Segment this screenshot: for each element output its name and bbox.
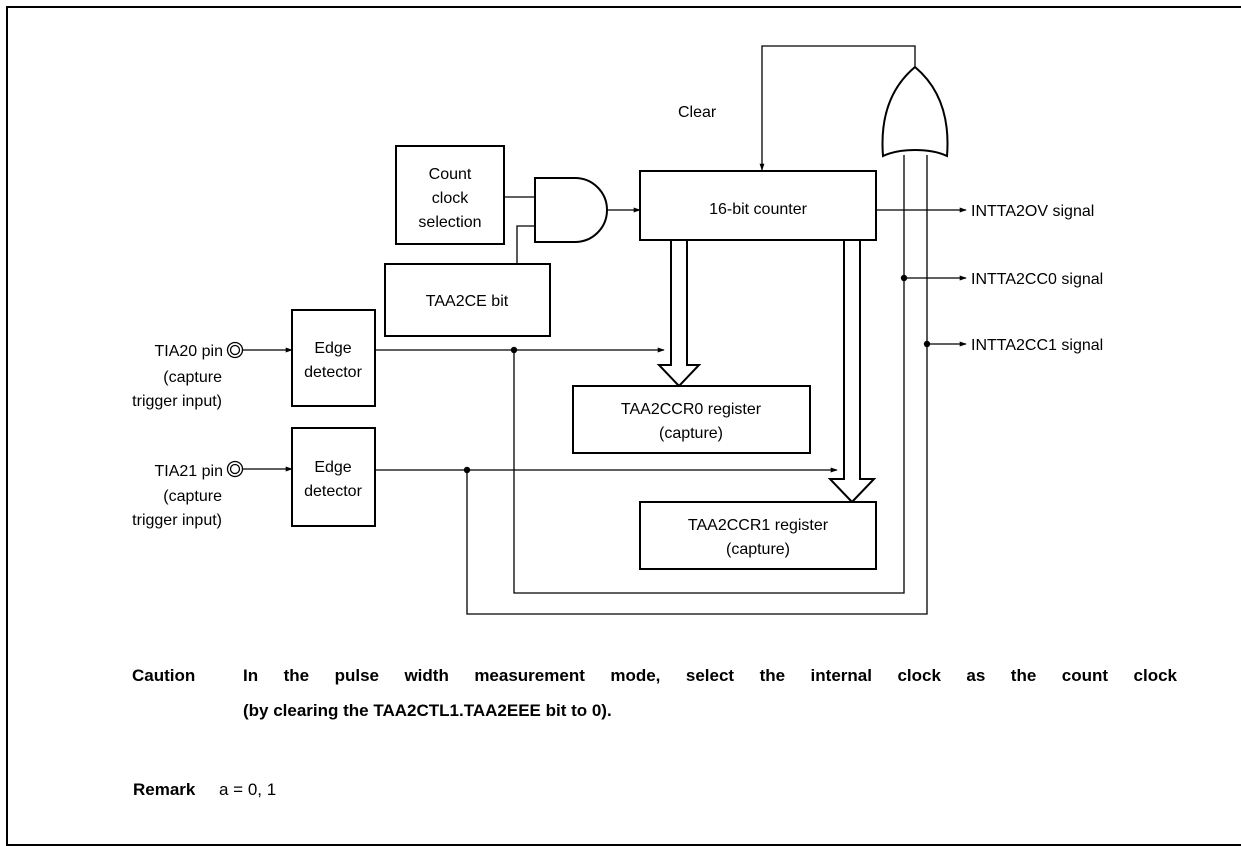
edge-detector-0-line1: Edge [314,340,351,357]
ccr0-register-box [572,385,811,454]
or-input-line-cc1 [466,155,928,615]
edge-detector-0-box [291,309,376,407]
tia20-sub-line2: trigger input) [132,393,222,410]
output-cc1-label: INTTA2CC1 signal [971,337,1103,354]
count-clock-label-line2: clock [432,190,469,207]
edge-detector-1-line1: Edge [314,459,351,476]
caution-line1: In the pulse width measurement mode, sel… [243,666,1177,685]
edge-detector-1-box [291,427,376,527]
ccr1-register-box [639,501,877,570]
remark-label: Remark [133,780,196,799]
counter-box [639,170,877,241]
caution-line2: (by clearing the TAA2CTL1.TAA2EEE bit to… [243,701,612,720]
remark-text: a = 0, 1 [219,780,277,799]
tia20-pin-label: TIA20 pin [155,343,223,360]
count-clock-selection-box [395,145,505,245]
counter-label: 16-bit counter [709,201,808,218]
count-clock-label-line1: Count [429,166,472,183]
ccr0-line2: (capture) [659,425,723,442]
or-gate [881,65,949,158]
ccr1-line1: TAA2CCR1 register [688,517,829,534]
clear-label: Clear [678,104,717,121]
or-input-line-cc0 [513,155,905,594]
edge-detector-0-line2: detector [304,364,362,381]
caution-label: Caution [132,666,196,685]
tia20-sub-line1: (capture [163,369,222,386]
tia21-sub-line1: (capture [163,488,222,505]
tia21-pin-label: TIA21 pin [155,463,223,480]
enable-to-and-line [516,225,535,264]
count-clock-label-line3: selection [418,214,481,231]
enable-bit-box [384,263,551,337]
clear-feedback-line [759,45,916,171]
ccr0-line1: TAA2CCR0 register [621,401,762,418]
tia21-pin-terminal-inner [229,463,241,475]
tia21-sub-line2: trigger input) [132,512,222,529]
output-ov-label: INTTA2OV signal [971,203,1094,220]
enable-bit-label: TAA2CE bit [426,293,509,310]
edge-detector-1-line2: detector [304,483,362,500]
counter-to-ccr1-bus-arrow [827,239,877,504]
junction-edge1 [463,466,471,474]
tia20-pin-terminal-inner [229,344,241,356]
and-gate [534,177,608,243]
counter-to-ccr0-bus-arrow [656,239,702,388]
ccr1-line2: (capture) [726,541,790,558]
junction-edge0 [510,346,518,354]
output-cc0-label: INTTA2CC0 signal [971,271,1103,288]
